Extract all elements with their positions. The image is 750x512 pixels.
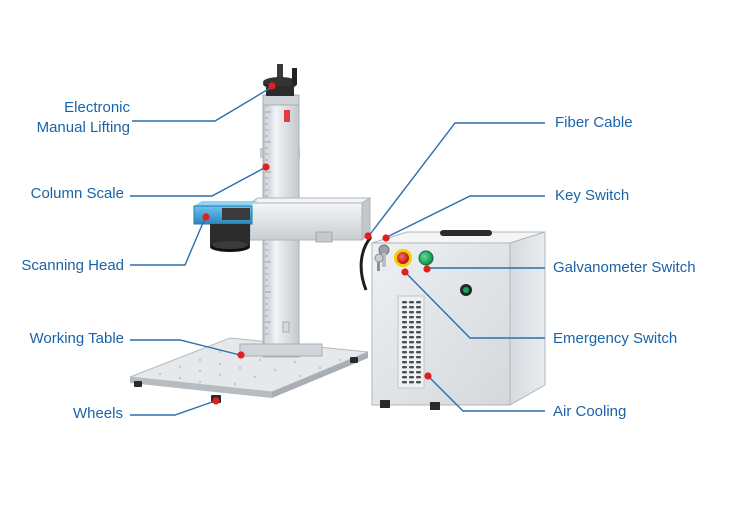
label-electronic-manual-lifting: Electronic Manual Lifting — [20, 98, 130, 138]
label-fiber-cable: Fiber Cable — [555, 114, 633, 131]
leader-emergency-switch — [404, 271, 545, 339]
handwheel-icon — [263, 64, 297, 96]
label-wheels: Wheels — [72, 405, 123, 422]
red-dot-icon — [237, 351, 245, 359]
horizontal-arm — [248, 197, 372, 243]
label-column-scale: Column Scale — [30, 185, 124, 202]
emergency-stop-icon — [394, 249, 412, 267]
leader-lines — [130, 86, 545, 416]
red-dot-icon — [262, 163, 270, 171]
leader-air-cooling — [427, 375, 545, 412]
label-galvanometer-switch: Galvanometer Switch — [553, 259, 696, 276]
label-air-cooling: Air Cooling — [553, 403, 627, 420]
key-icon — [374, 244, 390, 271]
leader-wheels — [130, 400, 216, 416]
controller-box — [359, 230, 546, 410]
label-key-switch: Key Switch — [555, 187, 630, 204]
leader-working-table — [130, 339, 241, 356]
red-dot-icon — [401, 268, 409, 276]
power-button-icon — [418, 250, 434, 266]
leader-fiber-cable — [367, 122, 545, 238]
red-dot-icon — [424, 372, 432, 380]
scanning-head — [193, 201, 258, 252]
leader-key-switch — [384, 195, 545, 239]
label-working-table: Working Table — [29, 330, 125, 347]
table-holes — [158, 350, 342, 386]
label-electronic-line2: Manual Lifting — [36, 119, 130, 136]
red-dot-icon — [382, 234, 390, 242]
red-dot-icon — [212, 397, 220, 405]
markers — [202, 82, 432, 405]
label-scanning-head: Scanning Head — [21, 257, 124, 274]
leader-scanning-head — [130, 217, 206, 266]
air-cooling-vents — [402, 301, 421, 384]
red-dot-icon — [202, 213, 210, 221]
leader-column-scale — [130, 166, 267, 197]
red-dot-icon — [268, 82, 276, 90]
red-dot-icon — [364, 232, 372, 240]
label-electronic-line1: Electronic — [64, 99, 130, 116]
red-dot-icon — [423, 265, 431, 273]
label-emergency-switch: Emergency Switch — [553, 330, 678, 347]
leader-electronic-lifting — [132, 86, 273, 122]
